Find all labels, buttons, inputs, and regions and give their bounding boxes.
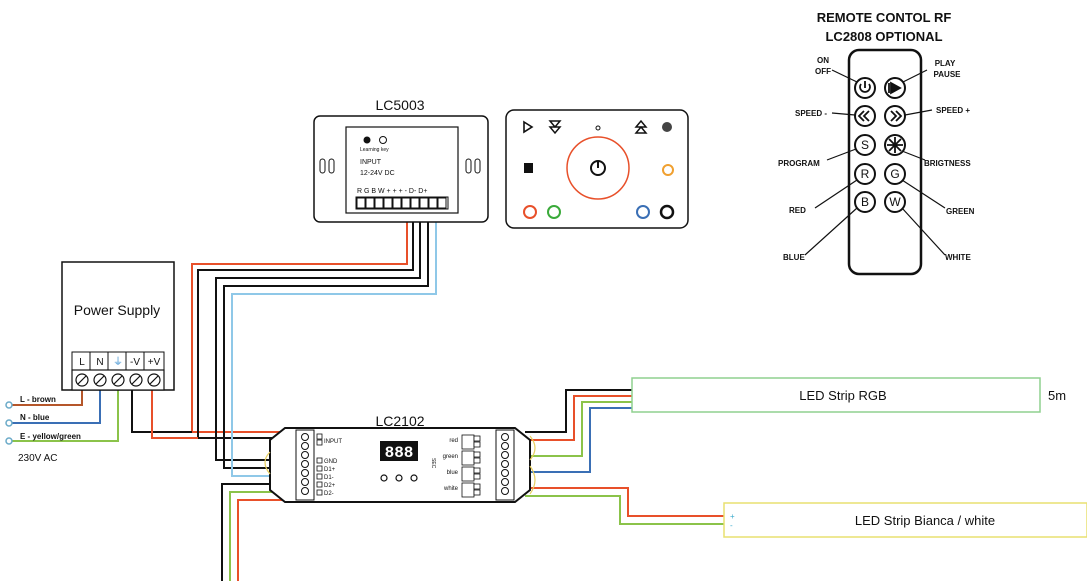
remote-key-s: S bbox=[861, 138, 869, 152]
lc2102-channel-switches bbox=[461, 434, 481, 498]
led-strip-white-plus: + bbox=[730, 512, 735, 521]
remote-red-button[interactable] bbox=[854, 163, 876, 185]
label-on: ON bbox=[817, 56, 829, 65]
lc2102-button-3[interactable] bbox=[410, 474, 418, 482]
lc5003-controller: LC5003 Learning key INPUT 12-24V DC R G … bbox=[313, 97, 489, 223]
remote-program-button[interactable] bbox=[854, 134, 876, 156]
label-green: GREEN bbox=[946, 207, 975, 216]
fast-forward-icon bbox=[890, 110, 903, 122]
lc2102-d2m-label: D2- bbox=[324, 491, 334, 497]
ps-terminal-neg: -V bbox=[130, 357, 140, 368]
label-speed-plus: SPEED + bbox=[936, 106, 970, 115]
lc2102-sec-label: SEC bbox=[430, 458, 436, 469]
remote-key-b: B bbox=[861, 195, 869, 209]
lc2102-d2p-label: D2+ bbox=[324, 483, 336, 489]
lc2102-title: LC2102 bbox=[375, 413, 424, 429]
label-blue: BLUE bbox=[783, 253, 805, 262]
label-red: RED bbox=[789, 206, 806, 215]
remote-white-button[interactable] bbox=[884, 191, 906, 213]
lc2102-input-label: INPUT bbox=[324, 439, 342, 445]
power-supply-title: Power Supply bbox=[74, 302, 160, 318]
lc2102-white-label: white bbox=[443, 486, 459, 492]
lc5003-input-label: INPUT bbox=[360, 159, 382, 166]
panel-speed-down-icon[interactable] bbox=[548, 120, 562, 135]
lc5003-title: LC5003 bbox=[375, 97, 424, 113]
remote-key-w: W bbox=[889, 195, 901, 209]
learning-key-button[interactable] bbox=[363, 136, 371, 144]
wires bbox=[12, 212, 724, 581]
led-strip-white: LED Strip Bianca / white + - bbox=[723, 502, 1087, 538]
label-program: PROGRAM bbox=[778, 159, 820, 168]
lc5003-terminal-block bbox=[356, 197, 447, 209]
play-pause-icon bbox=[890, 81, 902, 95]
lc5003-front-panel bbox=[505, 109, 689, 229]
ps-terminal-l: L bbox=[79, 357, 85, 368]
panel-indicator bbox=[595, 125, 601, 131]
label-pause: PAUSE bbox=[934, 70, 962, 79]
lc2102-controller: LC2102 INPUT GND D1+ D1- D2+ D2- 888 bbox=[264, 413, 536, 503]
led-strip-rgb-length: 5m bbox=[1048, 388, 1066, 403]
panel-green-button[interactable] bbox=[547, 205, 561, 219]
mains-e-label: E - yellow/green bbox=[20, 432, 81, 441]
mains-labels: L - brown N - blue E - yellow/green bbox=[20, 395, 81, 441]
panel-play-icon[interactable] bbox=[523, 120, 534, 134]
lc2102-button-1[interactable] bbox=[380, 474, 388, 482]
mains-voltage: 230V AC bbox=[18, 453, 57, 464]
lc2102-gnd-label: GND bbox=[324, 459, 338, 465]
led-strip-rgb: LED Strip RGB 5m bbox=[631, 377, 1066, 413]
mains-l-label: L - brown bbox=[20, 395, 56, 404]
remote-title-line1: REMOTE CONTOL RF bbox=[817, 10, 952, 25]
lc5003-terminal-labels: R G B W + + + - D- D+ bbox=[357, 188, 427, 195]
lc2102-left-terminals bbox=[301, 433, 309, 495]
remote-green-button[interactable] bbox=[884, 163, 906, 185]
remote-key-r: R bbox=[861, 167, 870, 181]
lc2102-red-label: red bbox=[449, 438, 458, 444]
panel-blue-button[interactable] bbox=[636, 205, 650, 219]
remote-labels: ON OFF PLAY PAUSE SPEED - SPEED + PROGRA… bbox=[778, 56, 975, 262]
panel-mode-icon[interactable] bbox=[524, 163, 533, 173]
ps-terminal-pos: +V bbox=[148, 357, 161, 368]
panel-speed-up-icon[interactable] bbox=[634, 119, 648, 134]
lc2102-button-2[interactable] bbox=[395, 474, 403, 482]
label-speed-minus: SPEED - bbox=[795, 109, 827, 118]
lc2102-blue-label: blue bbox=[447, 470, 459, 476]
led-strip-white-label: LED Strip Bianca / white bbox=[855, 513, 995, 528]
label-off: OFF bbox=[815, 67, 831, 76]
ps-terminal-earth: ⏚ bbox=[113, 356, 123, 368]
lc2102-display-digits: 888 bbox=[385, 444, 414, 462]
lc2102-d1p-label: D1+ bbox=[324, 467, 336, 473]
led-strip-white-minus: - bbox=[730, 521, 733, 530]
lc2102-right-terminals bbox=[501, 433, 509, 495]
panel-color-wheel-icon[interactable] bbox=[662, 164, 674, 176]
label-white: WHITE bbox=[945, 253, 971, 262]
panel-brightness-icon[interactable] bbox=[662, 122, 672, 132]
lc2102-d1m-label: D1- bbox=[324, 475, 334, 481]
panel-red-button[interactable] bbox=[523, 205, 537, 219]
remote-key-g: G bbox=[890, 167, 899, 181]
ps-terminal-n: N bbox=[96, 357, 103, 368]
lc5003-input-voltage: 12-24V DC bbox=[360, 170, 395, 177]
remote-control: REMOTE CONTOL RF LC2808 OPTIONAL bbox=[778, 10, 975, 276]
rewind-icon bbox=[857, 110, 870, 122]
lc2102-green-label: green bbox=[443, 454, 458, 460]
remote-blue-button[interactable] bbox=[854, 191, 876, 213]
label-play: PLAY bbox=[935, 59, 956, 68]
label-brightness: BRIGTNESS bbox=[924, 159, 971, 168]
lc2102-display bbox=[380, 441, 418, 461]
brightness-icon bbox=[887, 137, 903, 153]
power-supply: Power Supply L N ⏚ -V +V bbox=[61, 261, 175, 391]
power-icon bbox=[859, 83, 871, 93]
mains-n-label: N - blue bbox=[20, 413, 50, 422]
panel-white-button[interactable] bbox=[659, 204, 675, 220]
remote-title-line2: LC2808 OPTIONAL bbox=[825, 29, 942, 44]
led-strip-rgb-label: LED Strip RGB bbox=[799, 388, 886, 403]
learning-key-label: Learning key bbox=[360, 147, 389, 153]
